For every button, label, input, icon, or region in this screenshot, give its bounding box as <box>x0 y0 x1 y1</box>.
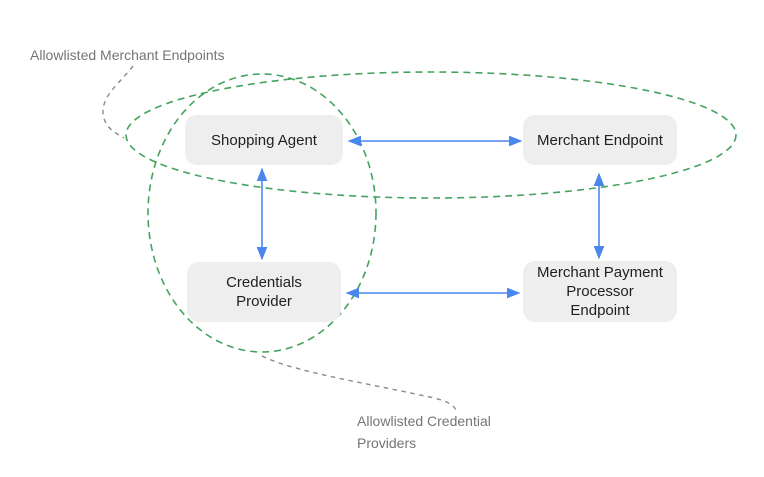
node-credentials-provider: Credentials Provider <box>187 262 341 322</box>
allowlisted-merchant-endpoints-label: Allowlisted Merchant Endpoints <box>30 44 225 66</box>
credential-providers-group-ellipse <box>147 73 377 353</box>
merchant-endpoints-group-ellipse <box>125 71 737 199</box>
node-shopping-agent-label: Shopping Agent <box>211 131 317 149</box>
allowlisted-credential-providers-label: Allowlisted Credential Providers <box>357 410 491 454</box>
allowlisted-credential-providers-label-line1: Allowlisted Credential <box>357 413 491 429</box>
node-payment-label-line1: Merchant Payment <box>537 264 663 281</box>
node-payment-label-line3: Endpoint <box>570 302 630 319</box>
node-shopping-agent: Shopping Agent <box>185 115 343 165</box>
leader-line-credential-providers <box>261 355 457 411</box>
node-credentials-provider-label-line2: Provider <box>236 293 292 310</box>
node-merchant-payment-processor-endpoint: Merchant Payment Processor Endpoint <box>523 261 677 322</box>
node-merchant-endpoint-label: Merchant Endpoint <box>537 131 663 149</box>
node-credentials-provider-label-line1: Credentials <box>226 274 302 291</box>
node-merchant-endpoint: Merchant Endpoint <box>523 115 677 165</box>
leader-line-merchant-endpoints <box>102 65 134 139</box>
allowlisted-merchant-endpoints-label-text: Allowlisted Merchant Endpoints <box>30 47 225 63</box>
node-payment-label-line2: Processor <box>566 283 634 300</box>
allowlisted-credential-providers-label-line2: Providers <box>357 435 417 451</box>
